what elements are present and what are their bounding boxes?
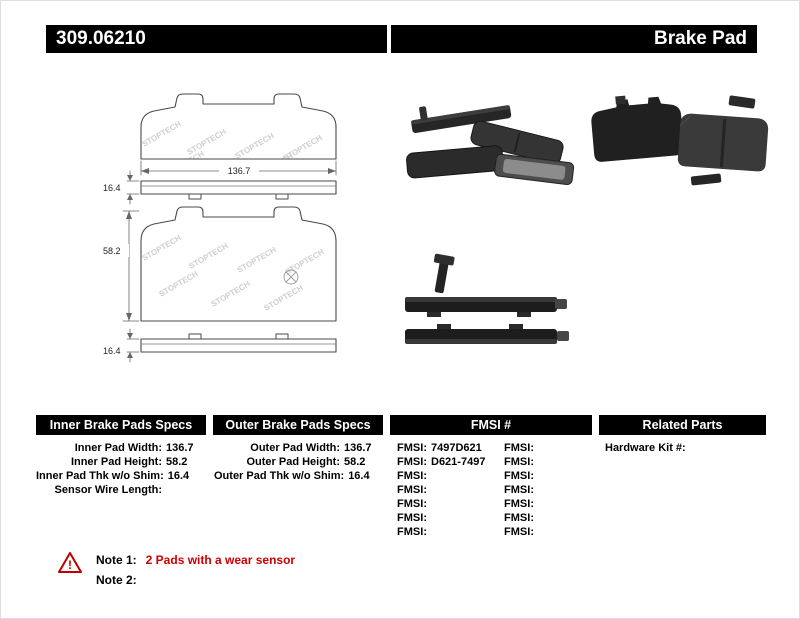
product-photo-pad-pair (591, 95, 769, 186)
watermark-text: STOPTECH (236, 245, 278, 275)
product-photo-loose-pads (406, 105, 575, 185)
spec-value: 16.4 (167, 470, 190, 482)
dim-thickness-bottom-label: 16.4 (103, 346, 121, 356)
spec-row: Outer Pad Thk w/o Shim: 16.4 (214, 469, 386, 483)
note-1-text: 2 Pads with a wear sensor (145, 553, 296, 567)
part-number: 309.06210 (56, 28, 146, 49)
spec-row: Inner Pad Thk w/o Shim: 16.4 (36, 469, 208, 483)
fmsi-row: FMSI: (391, 497, 499, 511)
spec-row: Inner Pad Height: 58.2 (36, 455, 208, 469)
spec-label: Outer Pad Height: (246, 456, 340, 468)
related-label: Hardware Kit #: (605, 442, 686, 454)
fmsi-label: FMSI: (397, 456, 427, 468)
inner-specs-table: Inner Pad Width: 136.7 Inner Pad Height:… (36, 441, 208, 497)
fmsi-row: FMSI: 7497D621 (391, 441, 499, 455)
product-type: Brake Pad (654, 28, 747, 49)
fmsi-row: FMSI: (498, 455, 592, 469)
spec-row: Inner Pad Width: 136.7 (36, 441, 208, 455)
fmsi-label: FMSI: (504, 526, 534, 538)
fmsi-label: FMSI: (397, 526, 427, 538)
inner-specs-header: Inner Brake Pads Specs (36, 415, 206, 435)
fmsi-label: FMSI: (397, 498, 427, 510)
related-parts-header: Related Parts (599, 415, 766, 435)
outer-specs-header: Outer Brake Pads Specs (213, 415, 383, 435)
fmsi-row: FMSI: (391, 511, 499, 525)
spec-label: Inner Pad Width: (74, 442, 162, 454)
fmsi-label: FMSI: (504, 512, 534, 524)
fmsi-row: FMSI: (498, 497, 592, 511)
fmsi-title: FMSI # (470, 418, 512, 432)
fmsi-value: D621-7497 (431, 456, 486, 468)
fmsi-row: FMSI: (498, 525, 592, 539)
fmsi-table-col2: FMSI: FMSI: FMSI: FMSI: FMSI: FMSI: FMSI… (498, 441, 592, 539)
product-photo-edge-view (405, 253, 569, 344)
outer-specs-table: Outer Pad Width: 136.7 Outer Pad Height:… (214, 441, 386, 483)
fmsi-label: FMSI: (397, 512, 427, 524)
spec-value: 136.7 (166, 442, 194, 454)
watermark-text: STOPTECH (284, 247, 326, 277)
note-2-label: Note 2: (96, 573, 137, 587)
watermark-text: STOPTECH (210, 279, 252, 309)
related-parts-table: Hardware Kit #: (605, 441, 765, 455)
watermark-text: STOPTECH (263, 283, 305, 313)
watermark-text: STOPTECH (164, 149, 206, 179)
spec-label: Inner Pad Thk w/o Shim: (36, 470, 164, 482)
fmsi-table-col1: FMSI: 7497D621 FMSI: D621-7497 FMSI: FMS… (391, 441, 499, 539)
note-2: Note 2: (96, 573, 146, 587)
dim-height-label: 58.2 (103, 246, 121, 256)
warning-icon: ! (58, 552, 82, 573)
fmsi-label: FMSI: (504, 470, 534, 482)
fmsi-row: FMSI: (498, 483, 592, 497)
fmsi-label: FMSI: (504, 442, 534, 454)
fmsi-row: FMSI: D621-7497 (391, 455, 499, 469)
fmsi-label: FMSI: (504, 456, 534, 468)
watermark-text: STOPTECH (186, 127, 228, 157)
spec-value: 136.7 (344, 442, 372, 454)
watermark-text: STOPTECH (158, 269, 200, 299)
fmsi-row: FMSI: (498, 441, 592, 455)
spec-label: Outer Pad Width: (250, 442, 340, 454)
spec-row: Outer Pad Height: 58.2 (214, 455, 386, 469)
fmsi-row: FMSI: (391, 525, 499, 539)
part-number-header-bar: 309.06210 (46, 25, 387, 53)
fmsi-label: FMSI: (504, 498, 534, 510)
inner-specs-title: Inner Brake Pads Specs (49, 418, 193, 432)
spec-value: 58.2 (344, 456, 366, 468)
fmsi-header: FMSI # (390, 415, 592, 435)
spec-label: Inner Pad Height: (70, 456, 162, 468)
spec-label: Outer Pad Thk w/o Shim: (214, 470, 345, 482)
dim-thickness-top-label: 16.4 (103, 183, 121, 193)
fmsi-row: FMSI: (498, 469, 592, 483)
svg-text:!: ! (68, 558, 72, 572)
related-row: Hardware Kit #: (605, 441, 765, 455)
dim-width-label: 136.7 (228, 166, 251, 176)
note-1-label: Note 1: (96, 553, 137, 567)
spec-value: 16.4 (348, 470, 370, 482)
spec-row: Outer Pad Width: 136.7 (214, 441, 386, 455)
technical-drawing: STOPTECH STOPTECH STOPTECH STOPTECH STOP… (99, 93, 337, 363)
product-type-header-bar: Brake Pad (391, 25, 757, 53)
fmsi-label: FMSI: (504, 484, 534, 496)
watermark-text: STOPTECH (141, 119, 183, 149)
fmsi-label: FMSI: (397, 484, 427, 496)
fmsi-row: FMSI: (498, 511, 592, 525)
spec-value: 58.2 (166, 456, 188, 468)
note-1: Note 1: 2 Pads with a wear sensor (96, 553, 295, 567)
fmsi-row: FMSI: (391, 483, 499, 497)
spec-label: Sensor Wire Length: (54, 484, 162, 496)
fmsi-row: FMSI: (391, 469, 499, 483)
fmsi-label: FMSI: (397, 442, 427, 454)
related-parts-title: Related Parts (642, 418, 723, 432)
fmsi-label: FMSI: (397, 470, 427, 482)
watermark-text: STOPTECH (234, 131, 276, 161)
watermark-text: STOPTECH (141, 233, 183, 263)
outer-specs-title: Outer Brake Pads Specs (225, 418, 371, 432)
spec-row: Sensor Wire Length: (36, 483, 208, 497)
fmsi-value: 7497D621 (431, 442, 482, 454)
watermark-text: STOPTECH (188, 241, 230, 271)
